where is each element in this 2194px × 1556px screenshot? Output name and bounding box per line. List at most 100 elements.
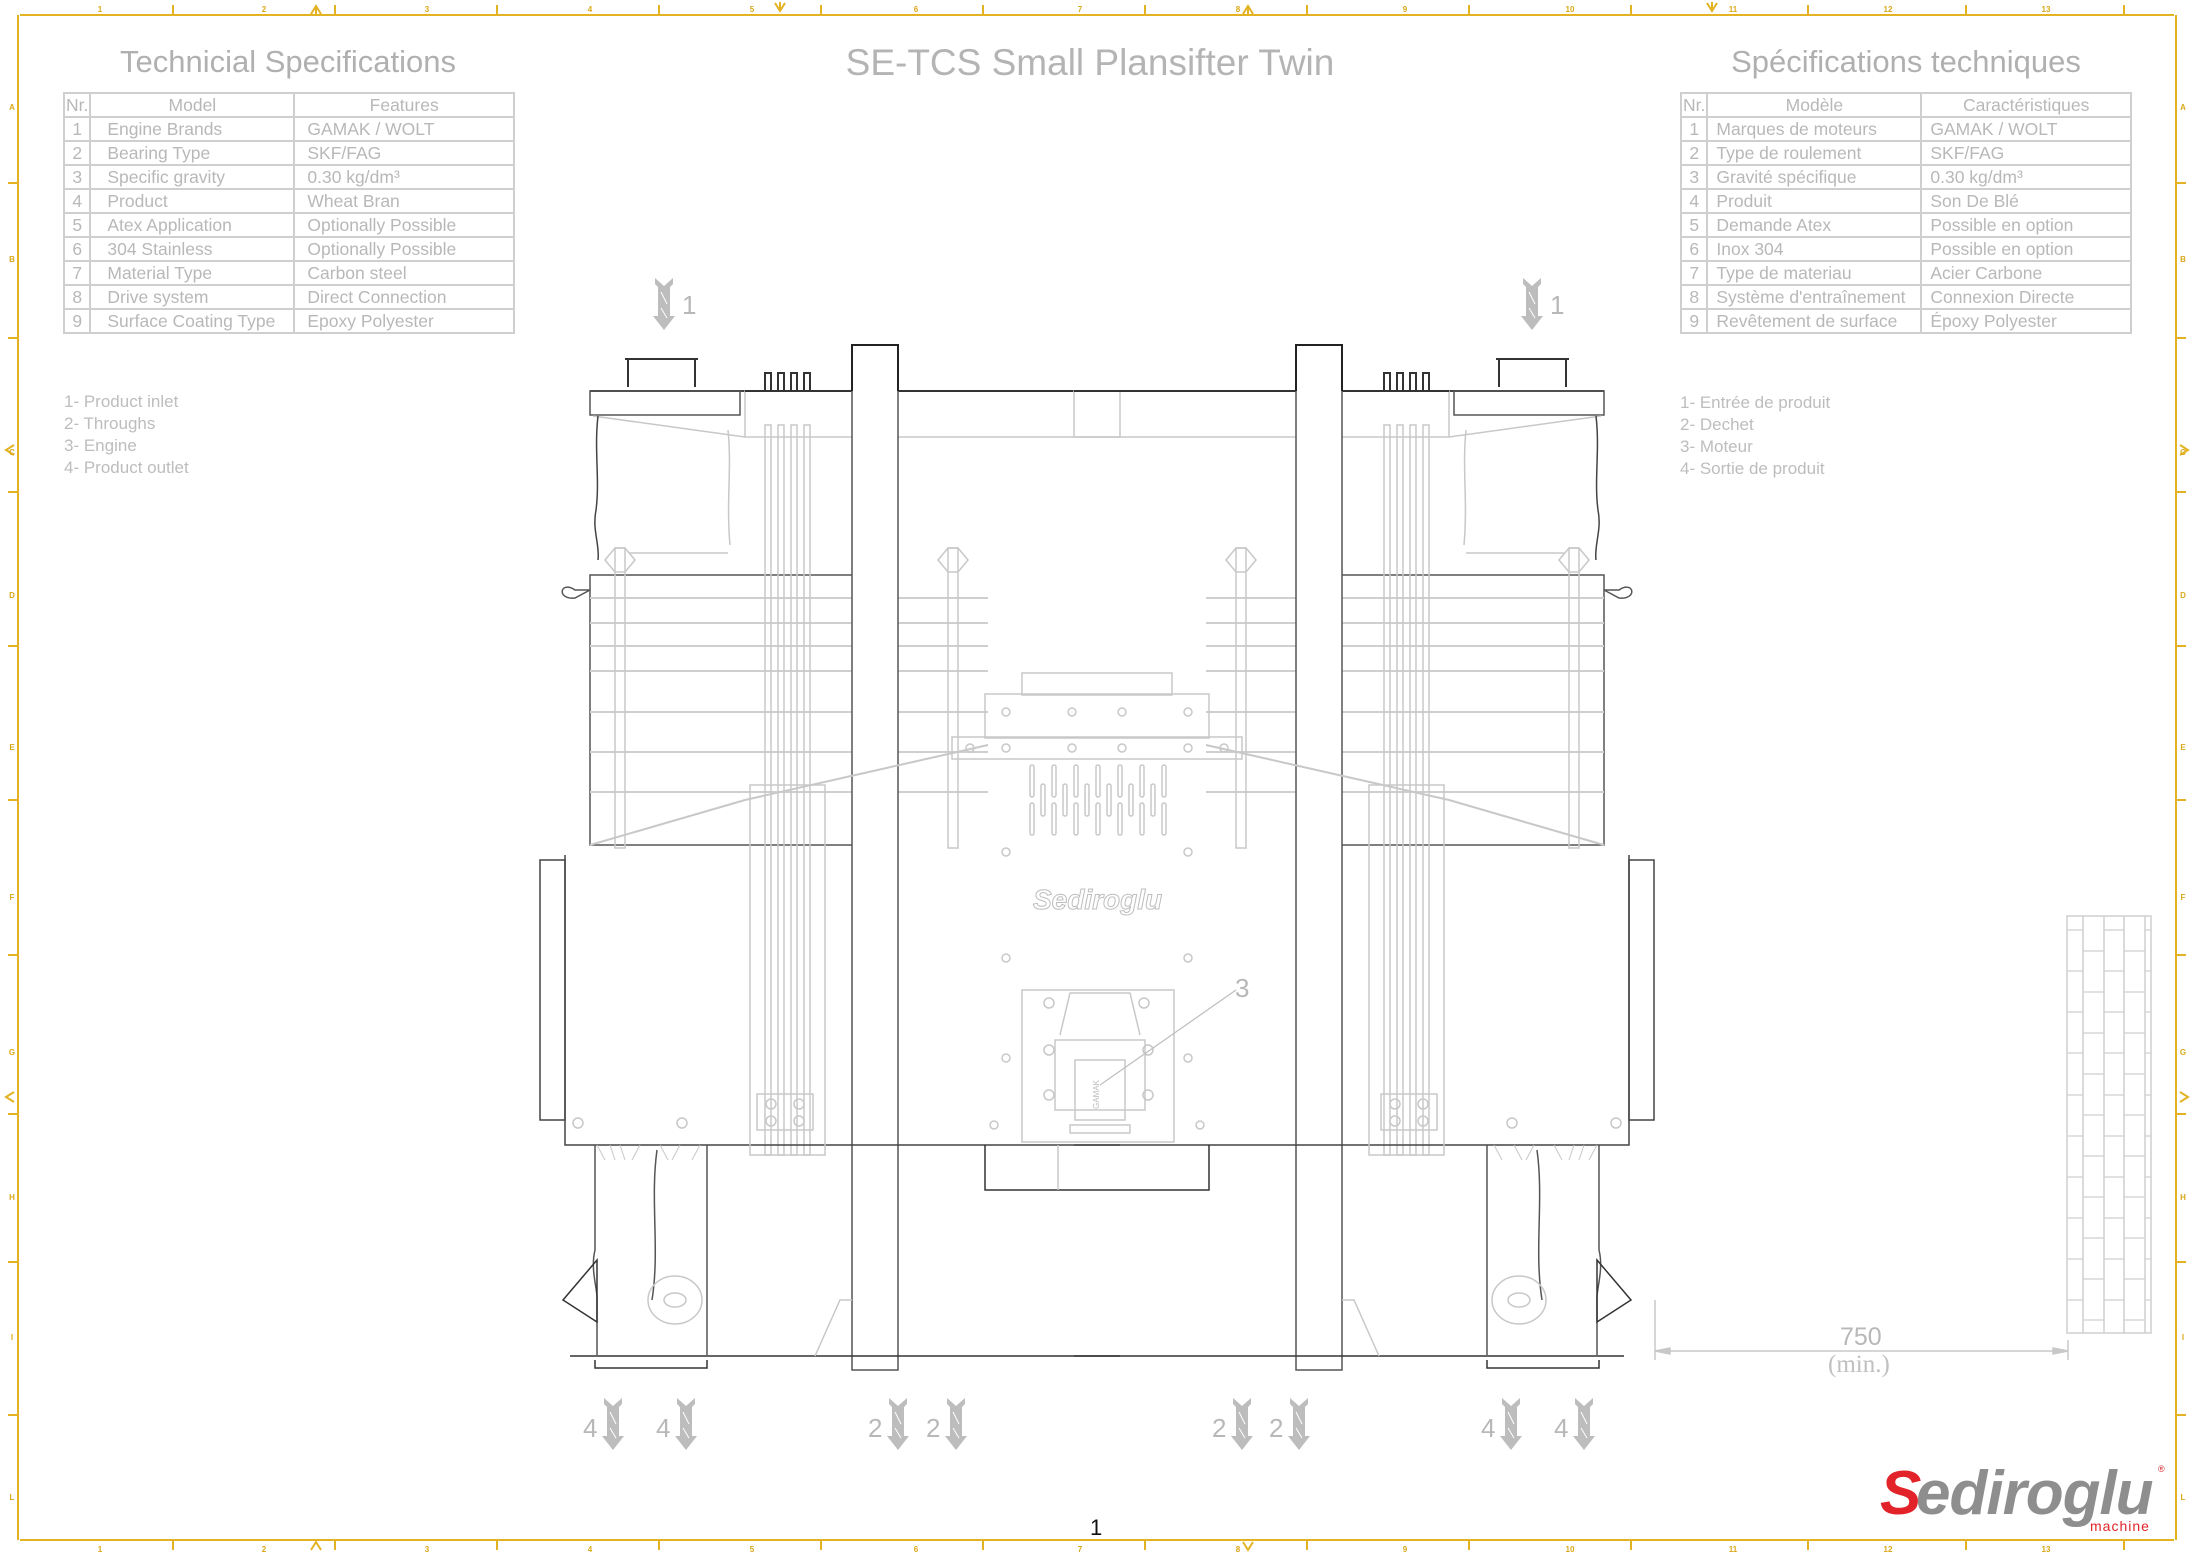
legend-item: 2- Throughs (64, 414, 156, 433)
row-nr: 2 (1679, 140, 1709, 166)
row-feature: 0.30 kg/dm³ (1920, 164, 2132, 190)
row-model: Marques de moteurs (1706, 116, 1923, 142)
company-logo: S ediroglu ® machine (1880, 1458, 2170, 1534)
svg-text:A: A (9, 103, 15, 112)
row-nr: 9 (1679, 308, 1709, 334)
row-feature: Optionally Possible (293, 236, 515, 262)
row-feature: Acier Carbone (1920, 260, 2132, 286)
header-features: Caractéristiques (1920, 92, 2132, 118)
row-nr: 8 (62, 284, 92, 310)
header-nr: Nr. (62, 92, 92, 118)
callout-label: 1 (1550, 290, 1565, 320)
row-feature: Carbon steel (293, 260, 515, 286)
row-nr: 5 (62, 212, 92, 238)
svg-text:D: D (9, 591, 15, 600)
page-title: SE-TCS Small Plansifter Twin (845, 42, 1335, 83)
svg-text:B: B (2180, 255, 2186, 264)
page-number: 1 (1090, 1515, 1103, 1540)
svg-text:9: 9 (1403, 5, 1408, 14)
row-feature: GAMAK / WOLT (293, 116, 515, 142)
row-feature: GAMAK / WOLT (1920, 116, 2132, 142)
svg-text:2: 2 (262, 5, 267, 14)
callout-label: 4 (656, 1413, 671, 1443)
svg-text:L: L (10, 1493, 15, 1502)
callout-label: 2 (1212, 1413, 1227, 1443)
svg-text:6: 6 (914, 5, 919, 14)
svg-text:E: E (9, 743, 15, 752)
svg-text:6: 6 (914, 1545, 919, 1554)
legend-item: 1- Entrée de produit (1680, 393, 1831, 412)
engine-leader-line (1099, 989, 1237, 1086)
row-nr: 3 (1679, 164, 1709, 190)
row-feature: Époxy Polyester (1920, 308, 2132, 334)
svg-text:5: 5 (750, 1545, 755, 1554)
spec-title-en: Technicial Specifications (119, 44, 456, 79)
svg-text:G: G (9, 1048, 15, 1057)
row-model: Gravité spécifique (1706, 164, 1923, 190)
row-model: Inox 304 (1706, 236, 1923, 262)
row-model: 304 Stainless (89, 236, 296, 262)
logo-registered: ® (2158, 1464, 2165, 1474)
dimension-note: (min.) (1828, 1351, 1890, 1378)
logo-subtitle: machine (2090, 1518, 2150, 1534)
row-model: Engine Brands (89, 116, 296, 142)
svg-text:10: 10 (1566, 5, 1575, 14)
legend-fr: 1- Entrée de produit 2- Dechet 3- Moteur… (1680, 392, 1830, 480)
svg-text:5: 5 (750, 5, 755, 14)
row-feature: Possible en option (1920, 236, 2132, 262)
legend-item: 4- Sortie de produit (1680, 459, 1825, 478)
outlet-arrow-icon (1572, 1397, 1596, 1451)
svg-text:F: F (10, 893, 15, 902)
legend-item: 3- Moteur (1680, 437, 1753, 456)
outlet-arrow-icon (674, 1397, 698, 1451)
callout-label: 4 (1554, 1413, 1569, 1443)
outlet-arrow-icon (1499, 1397, 1523, 1451)
row-feature: Wheat Bran (293, 188, 515, 214)
legend-item: 1- Product inlet (64, 392, 179, 411)
row-nr: 1 (62, 116, 92, 142)
callout-label: 4 (1481, 1413, 1496, 1443)
row-feature: Connexion Directe (1920, 284, 2132, 310)
trough-arrow-icon (944, 1397, 968, 1451)
svg-text:1: 1 (98, 1545, 103, 1554)
svg-text:8: 8 (1236, 1545, 1241, 1554)
spec-title-fr: Spécifications techniques (1731, 44, 2081, 79)
row-model: Specific gravity (89, 164, 296, 190)
row-model: Surface Coating Type (89, 308, 296, 334)
logo-initial: S (1880, 1459, 1922, 1528)
callout-label: 2 (1269, 1413, 1284, 1443)
row-nr: 7 (62, 260, 92, 286)
trough-arrow-icon (1230, 1397, 1254, 1451)
row-nr: 1 (1679, 116, 1709, 142)
row-feature: SKF/FAG (293, 140, 515, 166)
row-model: Material Type (89, 260, 296, 286)
trough-arrow-icon (886, 1397, 910, 1451)
row-feature: Epoxy Polyester (293, 308, 515, 334)
svg-text:8: 8 (1236, 5, 1241, 14)
svg-text:11: 11 (1729, 1545, 1738, 1554)
svg-text:D: D (2180, 591, 2186, 600)
svg-text:12: 12 (1884, 1545, 1893, 1554)
row-model: Revêtement de surface (1706, 308, 1923, 334)
row-feature: 0.30 kg/dm³ (293, 164, 515, 190)
row-nr: 9 (62, 308, 92, 334)
row-model: Demande Atex (1706, 212, 1923, 238)
dimension-line (1654, 1300, 2069, 1360)
svg-text:L: L (2181, 1493, 2186, 1502)
row-feature: SKF/FAG (1920, 140, 2132, 166)
legend-item: 2- Dechet (1680, 415, 1754, 434)
header-model: Model (89, 92, 296, 118)
